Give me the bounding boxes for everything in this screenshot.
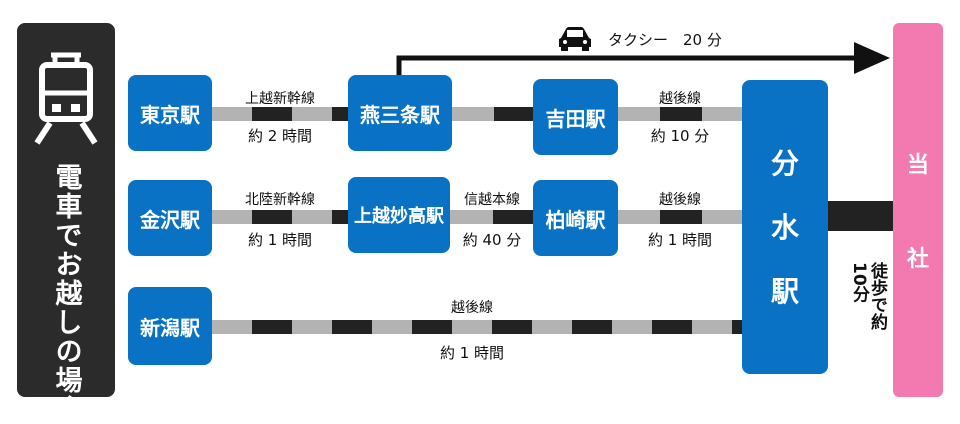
track-kanazawa-joetsumyoko — [212, 210, 352, 224]
track-yoshida-bunsui — [618, 107, 744, 121]
label-joetsu-line: 信越本線 — [464, 192, 520, 208]
station-bunsui-char-1: 分 — [770, 147, 799, 180]
left-panel: 電車でお越しの場合 — [17, 23, 115, 424]
label-tokyo-time: 約 2 時間 — [247, 127, 313, 145]
station-bunsui: 分 水 駅 — [742, 80, 828, 374]
station-niigata: 新潟駅 — [128, 287, 212, 365]
train-icon — [34, 52, 98, 145]
label-yoshida-time: 約 10 分 — [650, 127, 710, 145]
label-yoshida-line: 越後線 — [659, 91, 701, 107]
label-niigata-line: 越後線 — [451, 300, 493, 316]
station-joetsumyoko: 上越妙高駅 — [348, 177, 450, 253]
label-kanazawa-line: 北陸新幹線 — [245, 192, 315, 208]
taxi-label: タクシー 20 分 — [608, 31, 722, 49]
walk-line-1: 徒歩で約 — [867, 262, 887, 330]
station-tokyo: 東京駅 — [128, 75, 212, 151]
label-joetsu-time: 約 40 分 — [462, 231, 522, 249]
track-kashiwazaki-bunsui — [618, 210, 744, 224]
walk-line-2: 10分 — [849, 262, 869, 303]
station-bunsui-char-3: 駅 — [770, 275, 799, 308]
taxi-icon — [559, 27, 591, 51]
walk-label: 10分 徒歩で約 — [849, 262, 960, 330]
track-tokyo-tsubamesanjo — [212, 107, 352, 121]
station-bunsui-char-2: 水 — [770, 211, 799, 244]
station-kanazawa: 金沢駅 — [128, 180, 212, 256]
label-kanazawa-time: 約 1 時間 — [247, 231, 313, 249]
label-niigata-time: 約 1 時間 — [439, 344, 505, 362]
track-niigata-bunsui — [212, 320, 744, 334]
station-yoshida: 吉田駅 — [533, 79, 618, 155]
destination-char-1: 当 — [906, 153, 929, 178]
track-tsubamesanjo-yoshida — [452, 107, 536, 121]
station-kashiwazaki: 柏崎駅 — [533, 180, 618, 256]
label-kashiwazaki-time: 約 1 時間 — [647, 231, 713, 249]
track-joetsumyoko-kashiwazaki — [450, 210, 536, 224]
destination-char-2: 社 — [906, 247, 929, 272]
walk-connector — [826, 201, 894, 231]
station-tsubamesanjo: 燕三条駅 — [348, 75, 452, 151]
destination-panel: 当 社 — [893, 23, 943, 397]
taxi-route-arrow — [396, 42, 890, 76]
left-panel-label: 電車でお越しの場合 — [50, 163, 82, 424]
label-tokyo-line: 上越新幹線 — [245, 91, 315, 107]
label-kashiwazaki-line: 越後線 — [659, 192, 701, 208]
